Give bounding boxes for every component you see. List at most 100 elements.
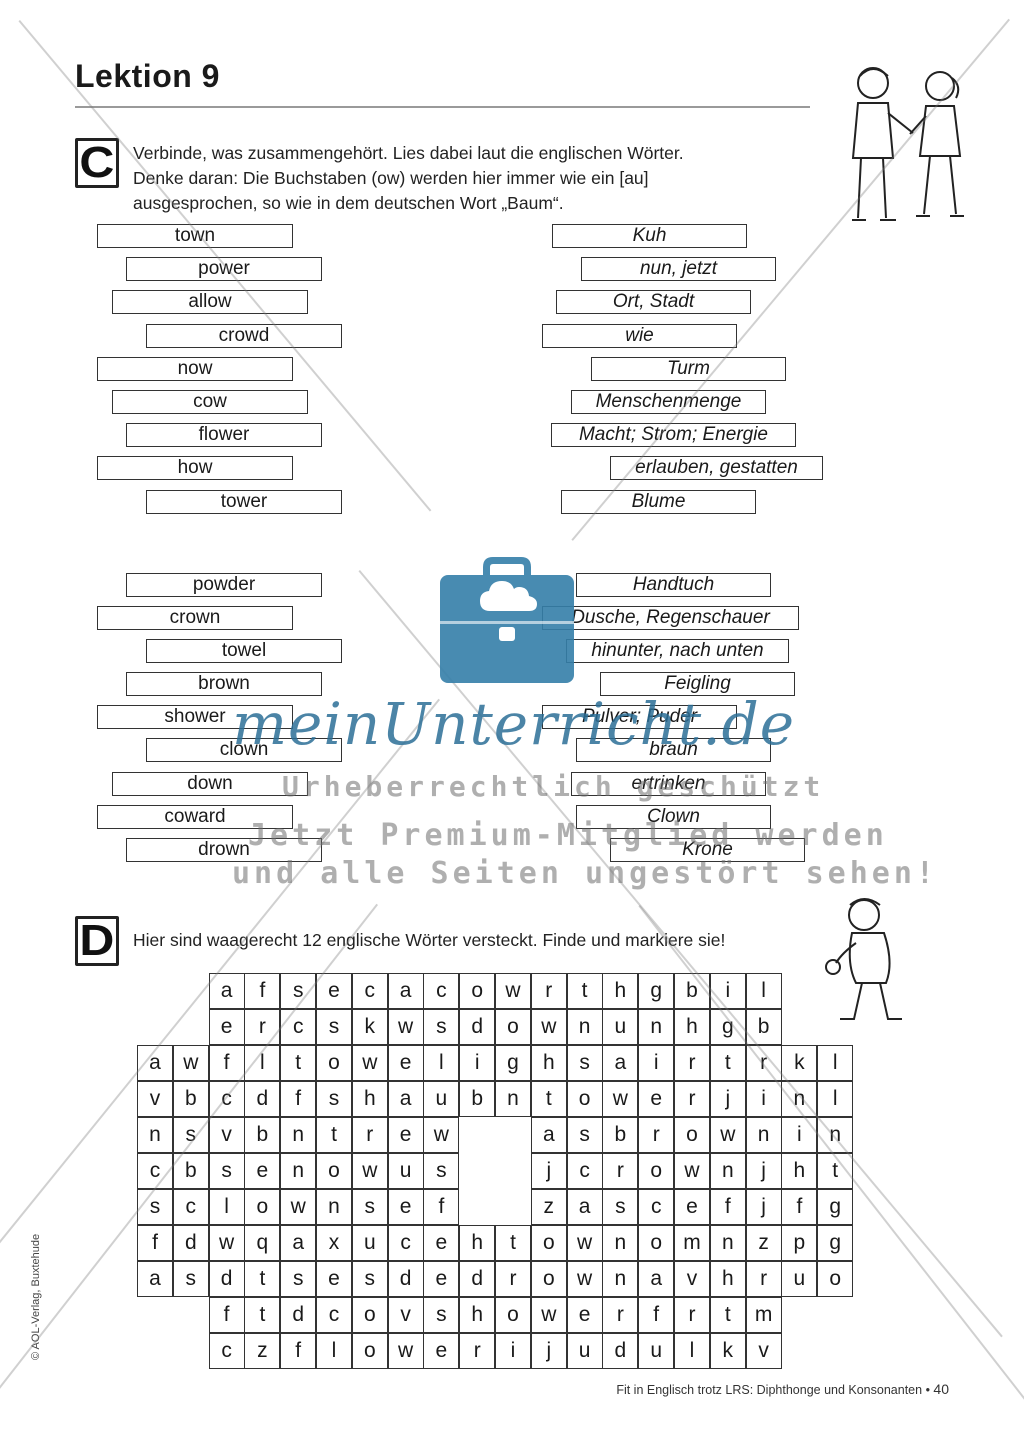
grid-cell[interactable]: r: [244, 1009, 281, 1045]
grid-cell[interactable]: f: [208, 1297, 245, 1333]
grid-cell[interactable]: k: [709, 1333, 746, 1369]
grid-cell[interactable]: s: [423, 1009, 460, 1045]
grid-cell[interactable]: f: [781, 1189, 818, 1225]
grid-cell[interactable]: g: [495, 1045, 531, 1081]
grid-cell[interactable]: d: [208, 1261, 245, 1297]
grid-cell[interactable]: w: [566, 1225, 603, 1261]
german-word-box[interactable]: nun, jetzt: [581, 257, 776, 281]
grid-cell[interactable]: c: [566, 1153, 603, 1189]
english-word-box[interactable]: tower: [146, 490, 342, 514]
grid-cell[interactable]: l: [817, 1045, 854, 1081]
grid-cell[interactable]: u: [638, 1333, 675, 1369]
grid-cell[interactable]: i: [638, 1045, 675, 1081]
grid-cell[interactable]: n: [638, 1009, 675, 1045]
grid-cell[interactable]: t: [530, 1081, 567, 1117]
grid-cell[interactable]: t: [495, 1225, 531, 1261]
grid-cell[interactable]: j: [530, 1153, 567, 1189]
grid-cell[interactable]: i: [745, 1081, 782, 1117]
grid-cell[interactable]: a: [208, 973, 245, 1009]
grid-cell[interactable]: e: [244, 1153, 281, 1189]
german-word-box[interactable]: Turm: [591, 357, 786, 381]
grid-cell[interactable]: d: [602, 1333, 639, 1369]
german-word-box[interactable]: Feigling: [600, 672, 795, 696]
grid-cell[interactable]: b: [602, 1117, 639, 1153]
grid-cell[interactable]: w: [387, 1009, 424, 1045]
english-word-box[interactable]: crowd: [146, 324, 342, 348]
grid-cell[interactable]: w: [566, 1261, 603, 1297]
grid-cell[interactable]: o: [316, 1153, 352, 1189]
english-word-box[interactable]: towel: [146, 639, 342, 663]
english-word-box[interactable]: crown: [97, 606, 293, 630]
grid-cell[interactable]: h: [709, 1261, 746, 1297]
english-word-box[interactable]: powder: [126, 573, 322, 597]
grid-cell[interactable]: k: [781, 1045, 818, 1081]
german-word-box[interactable]: erlauben, gestatten: [610, 456, 823, 480]
grid-cell[interactable]: a: [638, 1261, 675, 1297]
grid-cell[interactable]: u: [566, 1333, 603, 1369]
grid-cell[interactable]: f: [638, 1297, 675, 1333]
german-word-box[interactable]: Menschenmenge: [571, 390, 766, 414]
grid-cell[interactable]: t: [709, 1045, 746, 1081]
grid-cell[interactable]: n: [745, 1117, 782, 1153]
grid-cell[interactable]: o: [530, 1225, 567, 1261]
grid-cell[interactable]: o: [817, 1261, 854, 1297]
grid-cell[interactable]: n: [316, 1189, 352, 1225]
grid-cell[interactable]: i: [781, 1117, 818, 1153]
grid-cell[interactable]: f: [280, 1333, 317, 1369]
grid-cell[interactable]: l: [316, 1333, 352, 1369]
grid-cell[interactable]: r: [530, 973, 567, 1009]
grid-cell[interactable]: w: [351, 1045, 388, 1081]
english-word-box[interactable]: coward: [97, 805, 293, 829]
grid-cell[interactable]: f: [137, 1225, 173, 1261]
grid-cell[interactable]: r: [674, 1045, 710, 1081]
grid-cell[interactable]: a: [387, 973, 424, 1009]
english-word-box[interactable]: down: [112, 772, 308, 796]
grid-cell[interactable]: w: [495, 973, 531, 1009]
grid-cell[interactable]: e: [387, 1189, 424, 1225]
grid-cell[interactable]: o: [495, 1009, 531, 1045]
grid-cell[interactable]: s: [172, 1261, 209, 1297]
german-word-box[interactable]: ertrinken: [571, 772, 766, 796]
grid-cell[interactable]: w: [387, 1333, 424, 1369]
german-word-box[interactable]: Dusche, Regenschauer: [542, 606, 799, 630]
grid-cell[interactable]: d: [280, 1297, 317, 1333]
grid-cell[interactable]: s: [316, 1081, 352, 1117]
grid-cell[interactable]: u: [781, 1261, 818, 1297]
grid-cell[interactable]: h: [602, 973, 639, 1009]
grid-cell[interactable]: a: [387, 1081, 424, 1117]
grid-cell[interactable]: l: [674, 1333, 710, 1369]
grid-cell[interactable]: f: [423, 1189, 460, 1225]
grid-cell[interactable]: s: [423, 1153, 460, 1189]
grid-cell[interactable]: s: [423, 1297, 460, 1333]
grid-cell[interactable]: u: [423, 1081, 460, 1117]
grid-cell[interactable]: h: [459, 1225, 496, 1261]
grid-cell[interactable]: s: [602, 1189, 639, 1225]
grid-cell[interactable]: c: [351, 973, 388, 1009]
grid-cell[interactable]: r: [638, 1117, 675, 1153]
english-word-box[interactable]: power: [126, 257, 322, 281]
grid-cell[interactable]: f: [208, 1045, 245, 1081]
grid-cell[interactable]: g: [817, 1225, 854, 1261]
grid-cell[interactable]: r: [602, 1153, 639, 1189]
grid-cell[interactable]: e: [208, 1009, 245, 1045]
grid-cell[interactable]: a: [280, 1225, 317, 1261]
grid-cell[interactable]: h: [674, 1009, 710, 1045]
grid-cell[interactable]: e: [423, 1333, 460, 1369]
grid-cell[interactable]: d: [244, 1081, 281, 1117]
german-word-box[interactable]: Krone: [610, 838, 805, 862]
grid-cell[interactable]: o: [244, 1189, 281, 1225]
grid-cell[interactable]: n: [280, 1117, 317, 1153]
grid-cell[interactable]: t: [280, 1045, 317, 1081]
grid-cell[interactable]: e: [423, 1225, 460, 1261]
grid-cell[interactable]: a: [602, 1045, 639, 1081]
grid-cell[interactable]: b: [172, 1081, 209, 1117]
german-word-box[interactable]: hinunter, nach unten: [566, 639, 789, 663]
grid-cell[interactable]: n: [781, 1081, 818, 1117]
grid-cell[interactable]: e: [387, 1045, 424, 1081]
grid-cell[interactable]: a: [137, 1261, 173, 1297]
grid-cell[interactable]: o: [674, 1117, 710, 1153]
grid-cell[interactable]: u: [602, 1009, 639, 1045]
grid-cell[interactable]: n: [566, 1009, 603, 1045]
grid-cell[interactable]: c: [137, 1153, 173, 1189]
grid-cell[interactable]: n: [602, 1225, 639, 1261]
